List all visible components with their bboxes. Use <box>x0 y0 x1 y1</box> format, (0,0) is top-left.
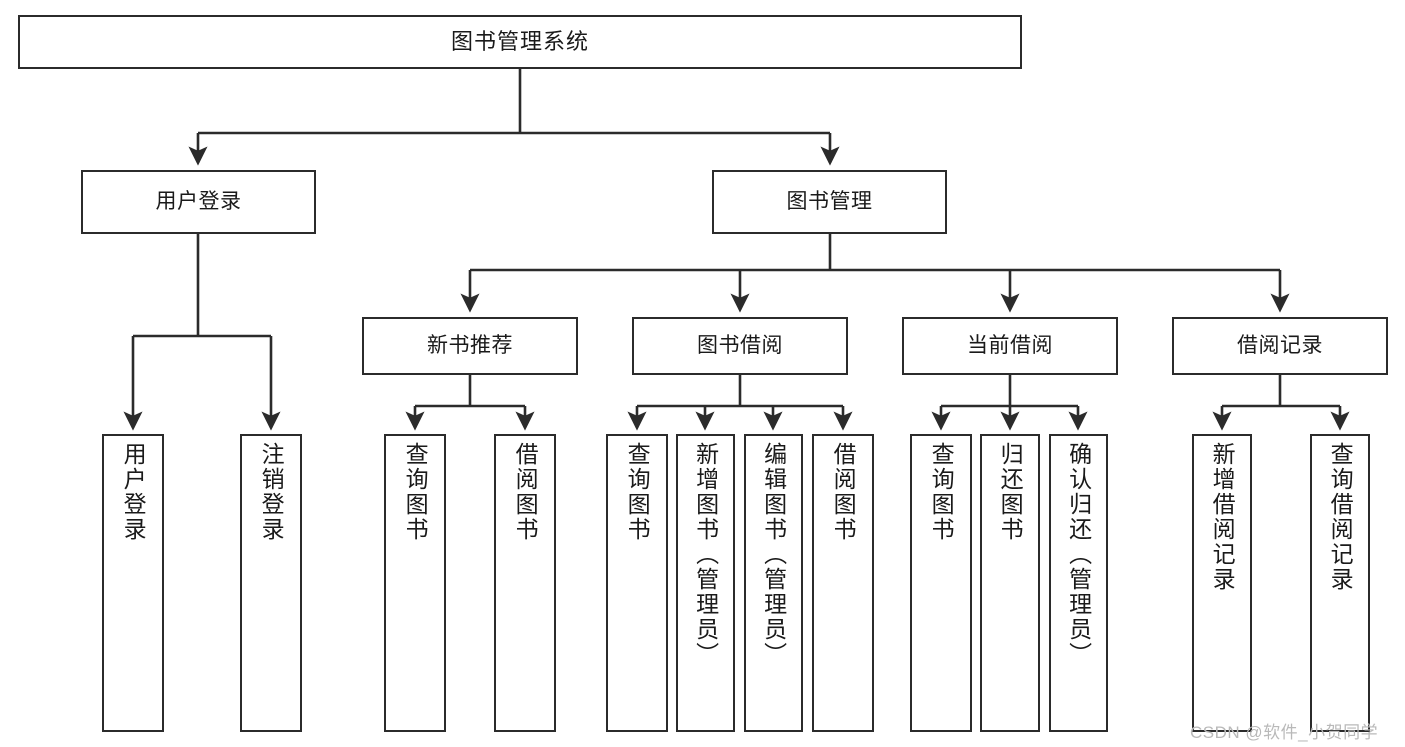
node-label: 归还图书 <box>997 442 1024 542</box>
node-label: 新书推荐 <box>427 333 513 357</box>
node-leaf-query-book-1[interactable]: 查询图书 <box>384 434 446 732</box>
node-borrow-record[interactable]: 借阅记录 <box>1172 317 1388 375</box>
node-leaf-borrow-book-1[interactable]: 借阅图书 <box>494 434 556 732</box>
node-label: 查询借阅记录 <box>1327 442 1354 592</box>
node-label: 当前借阅 <box>967 333 1053 357</box>
node-leaf-logout[interactable]: 注销登录 <box>240 434 302 732</box>
node-label: 图书管理 <box>786 189 873 213</box>
node-label: 注销登录 <box>258 442 285 542</box>
node-book-borrow[interactable]: 图书借阅 <box>632 317 848 375</box>
node-book-management[interactable]: 图书管理 <box>712 170 947 234</box>
node-new-book-recommend[interactable]: 新书推荐 <box>362 317 578 375</box>
node-label: 图书管理系统 <box>450 29 589 55</box>
node-label: 编辑图书（管理员） <box>760 442 787 667</box>
node-label: 查询图书 <box>624 442 651 542</box>
node-leaf-query-book-2[interactable]: 查询图书 <box>606 434 668 732</box>
node-label: 查询图书 <box>402 442 429 542</box>
node-label: 确认归还（管理员） <box>1065 442 1092 667</box>
node-leaf-add-record[interactable]: 新增借阅记录 <box>1192 434 1252 732</box>
node-leaf-confirm-return[interactable]: 确认归还（管理员） <box>1049 434 1108 732</box>
node-label: 新增借阅记录 <box>1209 442 1236 592</box>
node-label: 借阅图书 <box>512 442 539 542</box>
node-label: 新增图书（管理员） <box>692 442 719 667</box>
node-label: 查询图书 <box>928 442 955 542</box>
node-leaf-user-login[interactable]: 用户登录 <box>102 434 164 732</box>
node-leaf-add-book[interactable]: 新增图书（管理员） <box>676 434 735 732</box>
node-current-borrow[interactable]: 当前借阅 <box>902 317 1118 375</box>
node-leaf-edit-book[interactable]: 编辑图书（管理员） <box>744 434 803 732</box>
node-label: 借阅记录 <box>1237 333 1323 357</box>
node-leaf-query-record[interactable]: 查询借阅记录 <box>1310 434 1370 732</box>
node-label: 用户登录 <box>155 189 242 213</box>
csdn-watermark: CSDN @软件_小贺同学 <box>1190 723 1379 742</box>
node-leaf-query-book-3[interactable]: 查询图书 <box>910 434 972 732</box>
node-label: 图书借阅 <box>697 333 783 357</box>
node-label: 用户登录 <box>120 442 147 542</box>
node-user-login[interactable]: 用户登录 <box>81 170 316 234</box>
node-leaf-borrow-book-2[interactable]: 借阅图书 <box>812 434 874 732</box>
node-label: 借阅图书 <box>830 442 857 542</box>
node-leaf-return-book[interactable]: 归还图书 <box>980 434 1040 732</box>
node-root-system[interactable]: 图书管理系统 <box>18 15 1022 69</box>
